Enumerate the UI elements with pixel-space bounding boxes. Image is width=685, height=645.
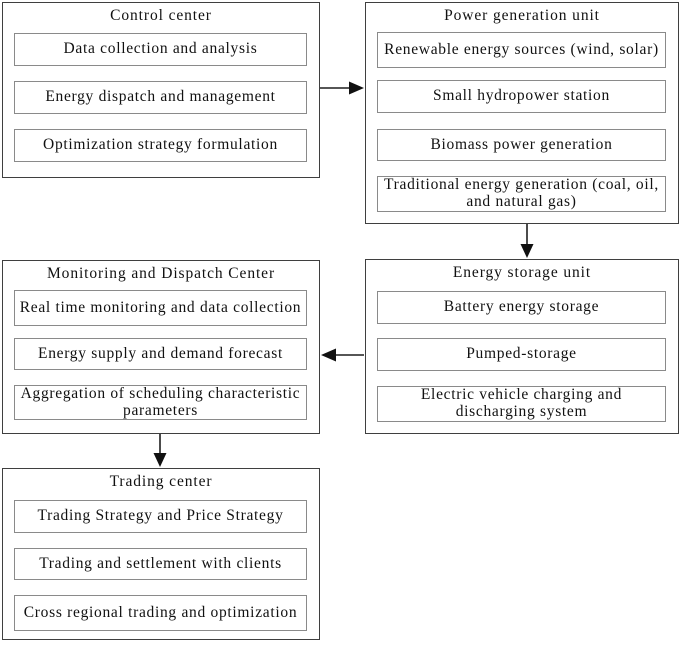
unit-control-center: Control center Data collection and analy… bbox=[2, 2, 320, 178]
item-label: Cross regional trading and optimization bbox=[23, 603, 298, 621]
item-label: Battery energy storage bbox=[443, 298, 600, 316]
unit-title-monitoring-dispatch-center: Monitoring and Dispatch Center bbox=[46, 265, 276, 282]
item-label: Real time monitoring and data collection bbox=[19, 298, 302, 316]
item-label: Biomass power generation bbox=[430, 135, 613, 153]
item-box: Energy supply and demand forecast bbox=[14, 338, 307, 370]
arrow-monitoring-to-trading bbox=[153, 434, 167, 467]
item-label: Aggregation of scheduling characteristic… bbox=[20, 384, 301, 419]
item-box: Trading Strategy and Price Strategy bbox=[14, 500, 307, 533]
item-box: Traditional energy generation (coal, oil… bbox=[377, 176, 666, 212]
arrow-power-to-storage bbox=[520, 224, 534, 258]
unit-monitoring-dispatch-center: Monitoring and Dispatch Center Real time… bbox=[2, 260, 320, 434]
item-box: Electric vehicle charging and dischargin… bbox=[377, 386, 666, 422]
item-label: Renewable energy sources (wind, solar) bbox=[384, 40, 659, 58]
item-box: Aggregation of scheduling characteristic… bbox=[14, 385, 307, 420]
item-label: Small hydropower station bbox=[433, 87, 610, 105]
item-box: Battery energy storage bbox=[377, 291, 666, 324]
unit-title-control-center: Control center bbox=[110, 7, 212, 24]
item-box: Trading and settlement with clients bbox=[14, 548, 307, 580]
item-label: Data collection and analysis bbox=[63, 40, 258, 58]
item-box: Energy dispatch and management bbox=[14, 81, 307, 114]
unit-trading-center: Trading center Trading Strategy and Pric… bbox=[2, 468, 320, 640]
arrow-storage-to-monitoring bbox=[321, 348, 364, 362]
item-label: Energy dispatch and management bbox=[45, 88, 276, 106]
item-box: Real time monitoring and data collection bbox=[14, 290, 307, 326]
item-box: Cross regional trading and optimization bbox=[14, 595, 307, 631]
item-box: Small hydropower station bbox=[377, 80, 666, 113]
unit-title-power-generation: Power generation unit bbox=[444, 7, 600, 24]
item-label: Traditional energy generation (coal, oil… bbox=[384, 176, 659, 210]
item-label: Trading and settlement with clients bbox=[39, 554, 282, 572]
item-box: Optimization strategy formulation bbox=[14, 129, 307, 162]
item-label: Trading Strategy and Price Strategy bbox=[37, 507, 284, 525]
item-box: Pumped-storage bbox=[377, 338, 666, 371]
item-label: Energy supply and demand forecast bbox=[38, 344, 283, 362]
item-box: Data collection and analysis bbox=[14, 33, 307, 66]
unit-energy-storage: Energy storage unit Battery energy stora… bbox=[365, 259, 679, 434]
item-box: Biomass power generation bbox=[377, 129, 666, 161]
unit-power-generation: Power generation unit Renewable energy s… bbox=[365, 2, 679, 224]
unit-title-energy-storage: Energy storage unit bbox=[452, 264, 592, 281]
arrow-control-to-power bbox=[320, 81, 364, 95]
unit-title-trading-center: Trading center bbox=[109, 473, 213, 490]
item-label: Optimization strategy formulation bbox=[43, 136, 278, 154]
item-label: Pumped-storage bbox=[466, 345, 577, 363]
item-box: Renewable energy sources (wind, solar) bbox=[377, 32, 666, 68]
item-label: Electric vehicle charging and dischargin… bbox=[420, 386, 623, 420]
